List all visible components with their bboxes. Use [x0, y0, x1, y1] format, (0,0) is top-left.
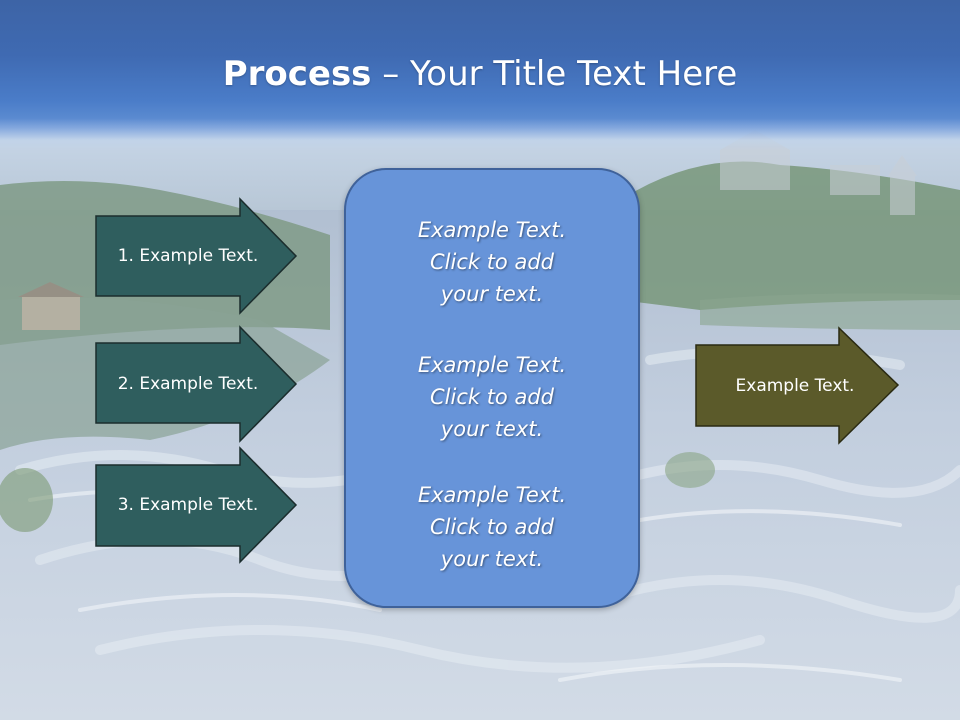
left-arrow-1-label: 1. Example Text.: [117, 246, 259, 266]
left-arrow-3[interactable]: 3. Example Text.: [95, 446, 298, 564]
center-text-box[interactable]: Example Text. Click to add your text. Ex…: [344, 168, 640, 608]
arrow-shape: [95, 446, 298, 564]
right-arrow[interactable]: Example Text.: [695, 326, 900, 445]
left-arrow-2-label: 2. Example Text.: [117, 374, 259, 394]
paragraph-line: your text.: [440, 417, 544, 441]
paragraph-line: Click to add: [429, 385, 554, 409]
paragraph-line: Example Text.: [417, 353, 567, 377]
title-band: [0, 0, 960, 150]
center-paragraph-1: Example Text. Click to add your text.: [346, 214, 638, 310]
paragraph-line: Click to add: [429, 515, 554, 539]
arrow-shape: [95, 325, 298, 443]
left-arrow-2[interactable]: 2. Example Text.: [95, 325, 298, 443]
paragraph-line: your text.: [440, 547, 544, 571]
paragraph-line: Example Text.: [417, 483, 567, 507]
paragraph-line: Click to add: [429, 250, 554, 274]
slide-title: Process – Your Title Text Here: [0, 52, 960, 96]
center-paragraph-2: Example Text. Click to add your text.: [346, 349, 638, 445]
title-rest: – Your Title Text Here: [371, 54, 738, 94]
arrow-shape: [695, 326, 900, 445]
paragraph-line: Example Text.: [417, 218, 567, 242]
title-bold: Process: [222, 54, 372, 94]
arrow-shape: [95, 197, 298, 315]
left-arrow-1[interactable]: 1. Example Text.: [95, 197, 298, 315]
left-arrow-3-label: 3. Example Text.: [117, 495, 259, 515]
paragraph-line: your text.: [440, 282, 544, 306]
right-arrow-label: Example Text.: [735, 375, 855, 396]
center-paragraph-3: Example Text. Click to add your text.: [346, 479, 638, 575]
